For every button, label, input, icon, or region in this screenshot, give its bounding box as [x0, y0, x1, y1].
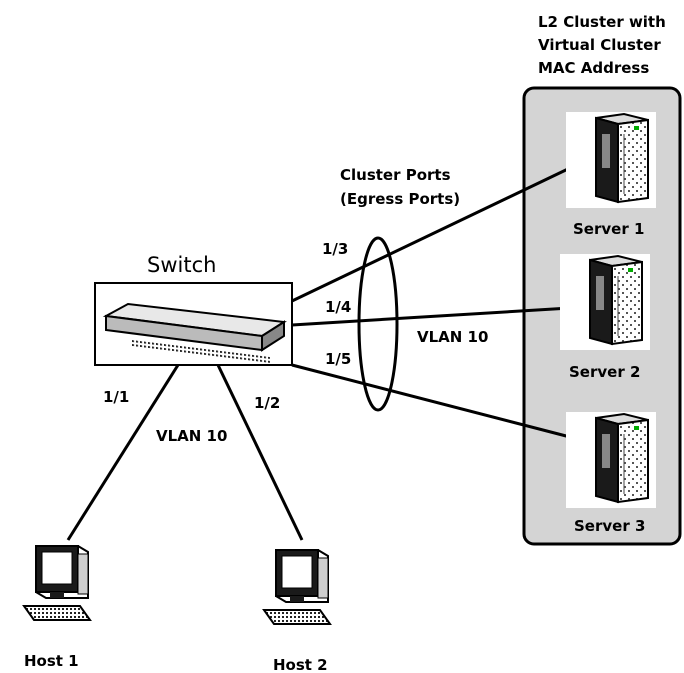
- cluster-ports-label: Cluster Ports: [340, 166, 451, 184]
- port-label-1-1: 1/1: [103, 388, 129, 406]
- port-label-1-4: 1/4: [325, 298, 351, 316]
- network-switch-icon: [94, 282, 293, 366]
- host-label: Host 2: [273, 656, 328, 673]
- link-host1: [66, 364, 180, 541]
- server-tower-icon: [565, 411, 657, 509]
- server-label: Server 2: [569, 363, 640, 381]
- desktop-computer-icon: [263, 549, 331, 625]
- egress-ports-label: (Egress Ports): [340, 190, 460, 208]
- host-label: Host 1: [24, 652, 79, 670]
- vlan-label-servers: VLAN 10: [417, 328, 488, 346]
- link-host2: [216, 364, 304, 541]
- server-tower-icon: [559, 253, 651, 351]
- server-tower-icon: [565, 111, 657, 209]
- switch-label: Switch: [147, 253, 216, 277]
- link-server3: [291, 363, 571, 439]
- server-label: Server 3: [574, 517, 645, 535]
- desktop-computer-icon: [23, 545, 91, 621]
- vlan-label-hosts: VLAN 10: [156, 427, 227, 445]
- server-label: Server 1: [573, 220, 644, 238]
- port-label-1-5: 1/5: [325, 350, 351, 368]
- cluster-title-line1: L2 Cluster with: [538, 13, 666, 31]
- port-label-1-3: 1/3: [322, 240, 348, 258]
- cluster-title-line3: MAC Address: [538, 59, 649, 77]
- egress-ports-ellipse: [357, 236, 399, 412]
- link-server2: [291, 306, 571, 327]
- port-label-1-2: 1/2: [254, 394, 280, 412]
- cluster-title-line2: Virtual Cluster: [538, 36, 661, 54]
- link-server1: [291, 166, 571, 303]
